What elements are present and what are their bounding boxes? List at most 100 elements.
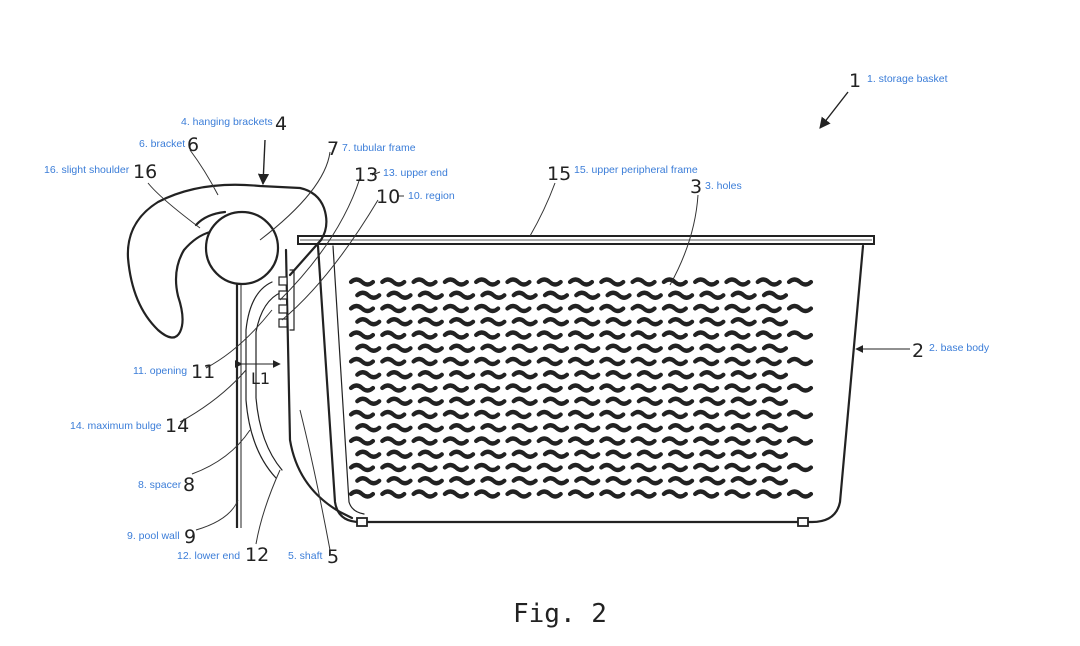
hole [730,476,757,486]
ref-num-16: 16 [133,161,157,183]
hole [380,436,407,446]
hole [411,330,438,340]
hole [542,449,570,459]
hole [693,489,720,499]
hole [474,303,501,314]
hole [442,383,469,393]
hole [511,396,538,406]
hole [474,436,501,446]
hole [386,476,413,486]
hole [417,290,444,300]
hole [474,489,501,499]
hole [574,343,601,353]
annotation-base-body: 2. base body [929,342,990,354]
ref-num-10: 10 [376,186,400,208]
hole [505,330,532,340]
dimension-l1-label: L1 [251,369,270,388]
hole [474,462,501,473]
hole [599,330,626,340]
ref-num-2: 2 [912,340,924,362]
hole [567,303,595,314]
hole [668,290,695,300]
hole [786,409,814,420]
hole [480,290,507,300]
hole [417,317,444,327]
upper-peripheral-frame [297,235,875,245]
hole [668,343,695,353]
hole [755,489,782,499]
hole [380,356,407,367]
annotation-shaft: 5. shaft [288,550,323,562]
hole [542,396,570,406]
hole [599,462,626,473]
hole [730,290,757,300]
hole [411,356,438,367]
ref-num-1: 1 [849,70,861,92]
hole [661,436,688,446]
hole [693,409,720,420]
hole [505,303,532,314]
annotation-pool-wall: 9. pool wall [127,530,180,542]
hole [386,396,413,406]
hole [699,423,726,433]
hole [699,396,726,406]
hole [761,476,789,486]
hole [730,370,757,380]
annotation-upper-end: 13. upper end [383,167,448,179]
hole [699,317,726,327]
hole [661,383,688,393]
ref-num-4: 4 [275,113,287,135]
hole [761,370,789,380]
hole [417,370,444,380]
hole [786,303,814,314]
hole [599,489,626,499]
hole [505,356,532,367]
hole [661,462,688,473]
annotation-region: 10. region [408,190,455,202]
ref-num-7: 7 [327,138,339,160]
hole [630,383,657,393]
hole [536,356,563,367]
hole [449,476,476,486]
hole [536,462,563,473]
hole [730,317,757,327]
hole [380,383,407,393]
hole [480,476,507,486]
ref-num-3: 3 [690,176,702,198]
hole [724,409,751,420]
hole [411,436,438,446]
hole [480,317,507,327]
hole [449,449,476,459]
hole [480,396,507,406]
hole [661,277,688,287]
hole [505,462,532,473]
hole [761,317,789,327]
hole [348,303,376,314]
hole [536,436,563,446]
hole [417,449,444,459]
hole [724,303,751,314]
hole [348,409,376,420]
hole [567,277,595,287]
reference-numerals: 1 2 3 4 5 6 7 8 9 10 11 12 13 14 15 16 [133,70,924,568]
hole [630,489,657,499]
hole [605,449,632,459]
hole [786,383,814,393]
hole [380,277,407,287]
hanging-bracket [126,183,354,520]
hole [411,303,438,314]
annotation-tubular-frame: 7. tubular frame [342,142,416,154]
hole [693,303,720,314]
hole [724,489,751,499]
hole [630,303,657,314]
hole [542,317,570,327]
hole [574,396,601,406]
hole [636,476,663,486]
hole [449,396,476,406]
hole [693,356,720,367]
hole [348,489,376,499]
hole [636,423,663,433]
hole [574,370,601,380]
hole [348,383,376,393]
